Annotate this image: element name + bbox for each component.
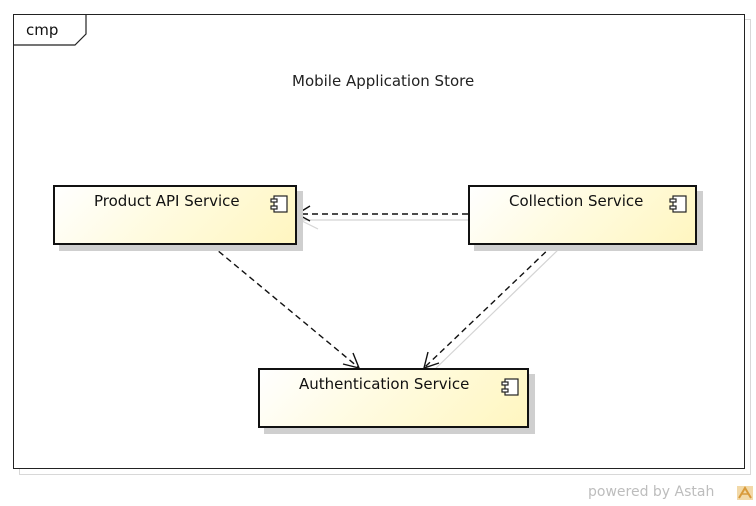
- frame-tab-label: cmp: [26, 21, 59, 39]
- component-authentication-service[interactable]: [258, 368, 529, 428]
- component-icon: [669, 195, 687, 213]
- component-label: Collection Service: [509, 192, 644, 210]
- component-collection-service[interactable]: [468, 185, 697, 245]
- frame-tab: [13, 14, 87, 46]
- watermark-text: powered by Astah: [588, 484, 715, 500]
- component-label: Authentication Service: [299, 375, 470, 393]
- component-icon: [501, 378, 519, 396]
- diagram-title: Mobile Application Store: [292, 72, 475, 90]
- component-label: Product API Service: [94, 192, 240, 210]
- component-icon: [270, 195, 288, 213]
- dependency-collection-to-authentication[interactable]: [423, 244, 554, 370]
- dependency-product-to-authentication[interactable]: [210, 244, 361, 370]
- astah-logo-icon: [737, 486, 753, 500]
- component-product-api-service[interactable]: [53, 185, 297, 245]
- dependency-collection-to-product[interactable]: [295, 205, 468, 222]
